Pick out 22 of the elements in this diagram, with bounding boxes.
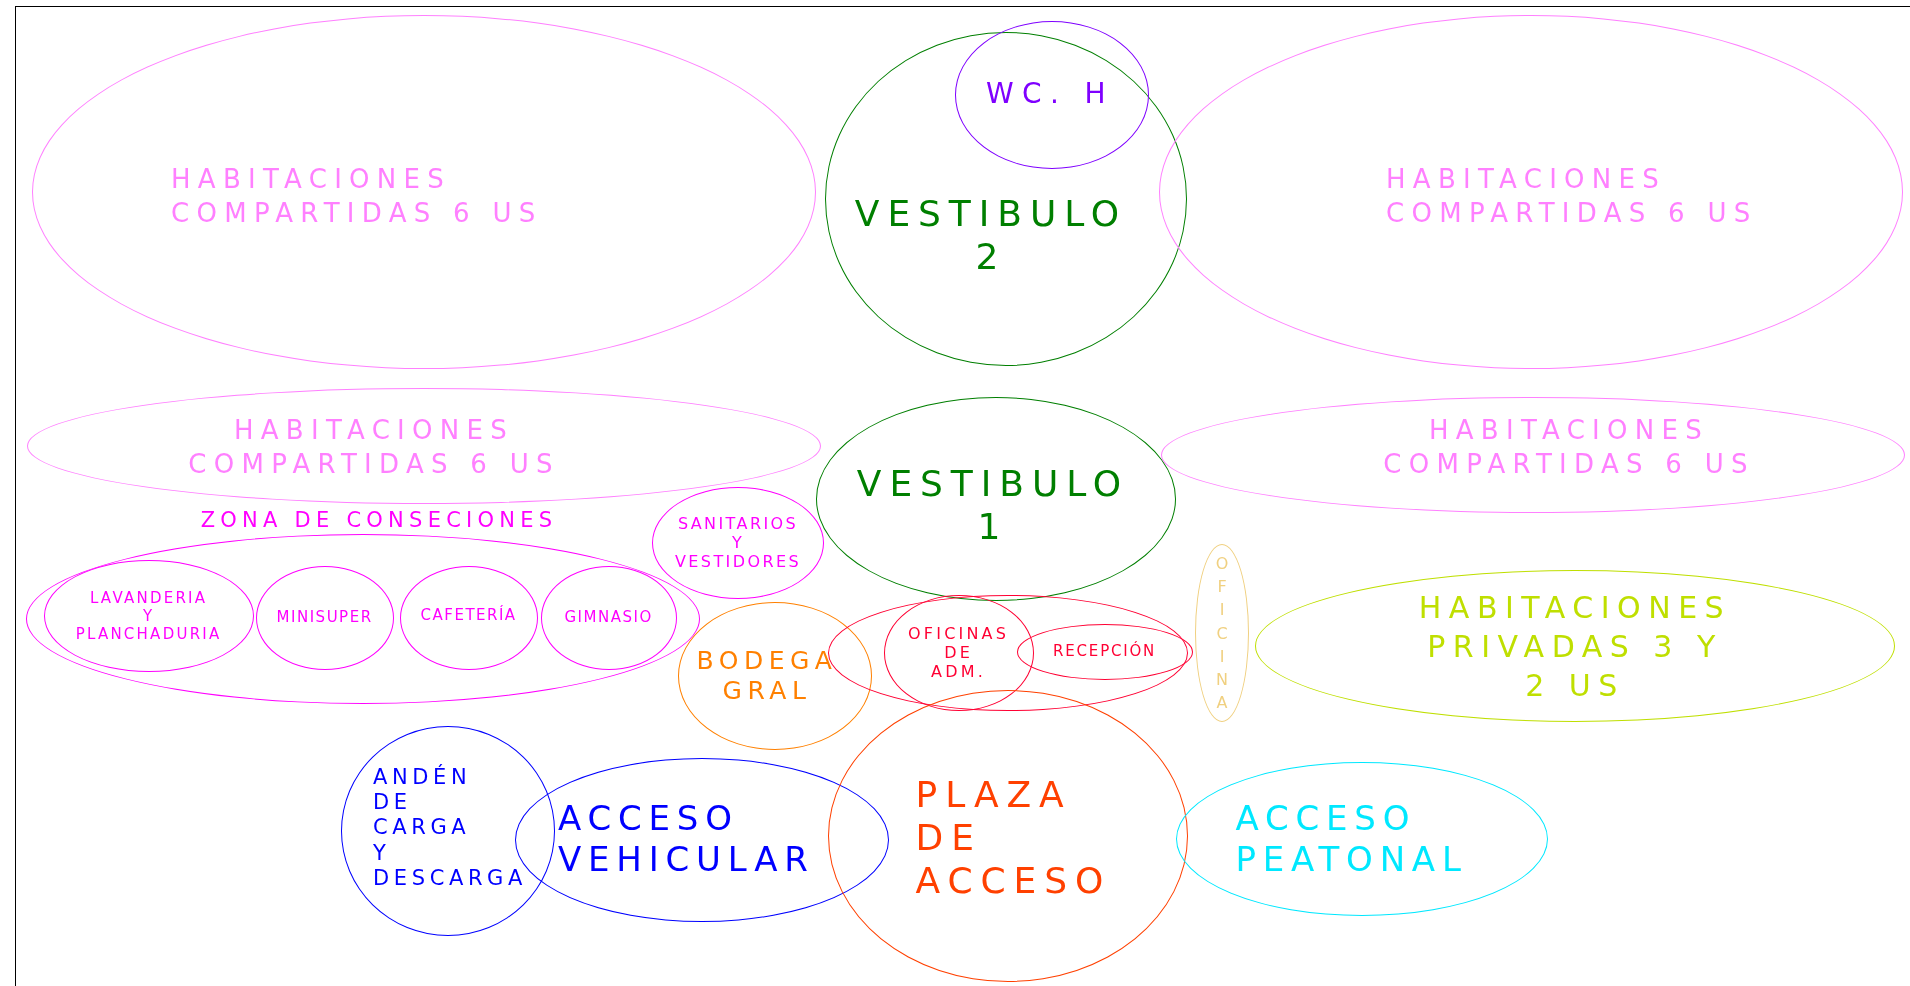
room-label: CAFETERÍA [420, 605, 517, 626]
room-label: RECEPCIÓN [1053, 641, 1157, 662]
room-label: VESTIBULO 2 [853, 191, 1129, 279]
room-label: SANITARIOS Y VESTIDORES [674, 514, 802, 572]
room-label: MINISUPER [276, 607, 373, 628]
room-label: HABITACIONES COMPARTIDAS 6 US [1386, 163, 1759, 230]
room-label: ZONA DE CONSECIONES [200, 507, 558, 535]
room-label: ANDÉN DE CARGA Y DESCARGA [373, 765, 528, 891]
room-label: BODEGA GRAL [695, 646, 839, 706]
room-label: GIMNASIO [564, 607, 653, 628]
room-label: PLAZA DE ACCESO [915, 773, 1113, 903]
room-label: HABITACIONES COMPARTIDAS 6 US [1382, 414, 1756, 481]
vertical-room-label: OFICINA [1215, 552, 1229, 714]
room-label: HABITACIONES COMPARTIDAS 6 US [187, 414, 561, 481]
room-label: ACCESO PEATONAL [1235, 798, 1469, 880]
room-label: LAVANDERIA Y PLANCHADURIA [74, 588, 223, 643]
room-label: VESTIBULO 1 [855, 461, 1131, 549]
room-label: OFICINAS DE ADM. [907, 623, 1011, 682]
room-label: HABITACIONES PRIVADAS 3 Y 2 US [1417, 588, 1733, 705]
room-label: ACCESO VEHICULAR [558, 798, 816, 880]
room-label: HABITACIONES COMPARTIDAS 6 US [171, 163, 544, 230]
room-label: WC. H [985, 75, 1115, 112]
